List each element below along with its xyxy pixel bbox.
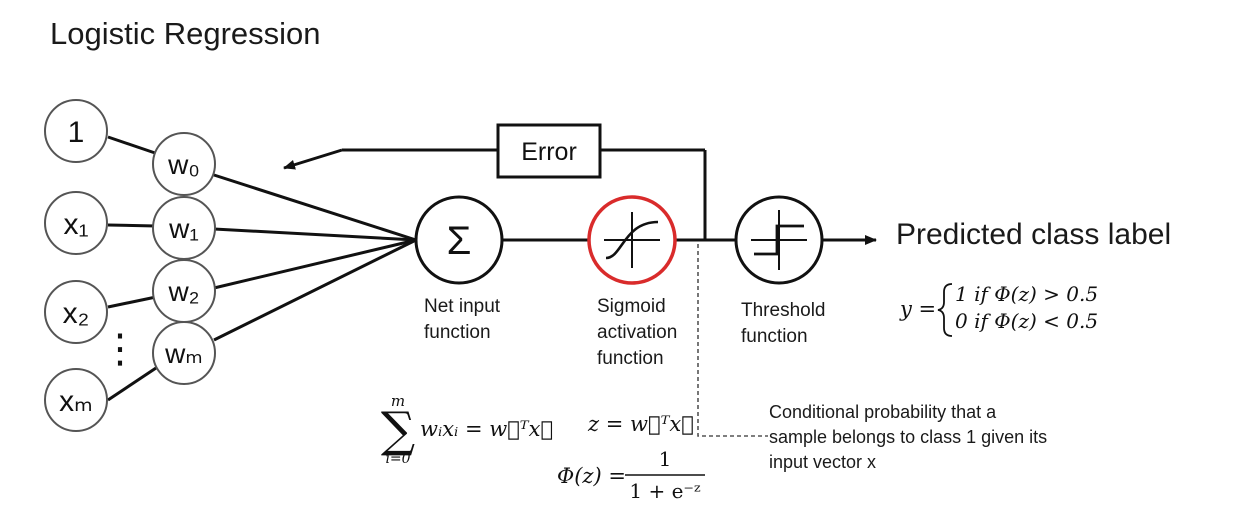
input-node-bias: 1: [44, 99, 108, 163]
svg-text:1 if Φ(z) > 0.5: 1 if Φ(z) > 0.5: [955, 282, 1098, 306]
edge-wm-sum: [213, 238, 417, 342]
sigmoid-activation-node: [587, 195, 677, 285]
edge-x2-w2: [107, 295, 157, 309]
edge-xm-wm: [107, 366, 157, 402]
svg-text:y =: y =: [899, 297, 936, 321]
input-node-x1: x₁: [44, 191, 108, 255]
edge-w0-sum: [213, 173, 417, 242]
threshold-label: Threshold function: [741, 300, 826, 347]
svg-text:m: m: [391, 392, 405, 410]
sigmoid-curve-icon: [605, 220, 659, 260]
svg-text:wₘ: wₘ: [164, 338, 203, 369]
probability-leader-dashed: [697, 244, 768, 437]
svg-text:w₂: w₂: [167, 276, 199, 307]
error-label: Error: [521, 138, 577, 166]
input-node-xm: xₘ: [44, 368, 108, 432]
error-box: [496, 123, 602, 179]
svg-text:w₀: w₀: [167, 149, 200, 180]
sigmoid-label: Sigmoid activation function: [597, 296, 678, 369]
svg-text:0 if Φ(z) < 0.5: 0 if Φ(z) < 0.5: [955, 309, 1098, 333]
edge-w2-sum: [213, 238, 417, 290]
weight-node-w1: w₁: [152, 196, 216, 260]
step-function-icon: [754, 224, 804, 256]
conditional-probability-note: Conditional probability that a sample be…: [769, 402, 1048, 472]
svg-text:wᵢxᵢ = w⃗ᵀx⃗: wᵢxᵢ = w⃗ᵀx⃗: [420, 417, 553, 441]
svg-text:∑: ∑: [381, 402, 415, 458]
svg-text:w₁: w₁: [168, 213, 199, 244]
svg-text:x₁: x₁: [63, 208, 88, 241]
inputs-ellipsis: ⋮: [100, 327, 140, 371]
svg-text:i=0: i=0: [385, 451, 410, 467]
threshold-node: [734, 195, 824, 285]
svg-text:x₂: x₂: [63, 297, 90, 330]
svg-text:1: 1: [68, 116, 85, 149]
edge-bias-w0: [107, 135, 159, 156]
sigmoid-formula: Φ(z) = 1 1 + e⁻ᶻ: [557, 447, 705, 503]
weight-node-w2: w₂: [152, 259, 216, 323]
net-input-formula: m ∑ i=0 wᵢxᵢ = w⃗ᵀx⃗: [381, 392, 553, 467]
svg-text:1 + e⁻ᶻ: 1 + e⁻ᶻ: [629, 479, 701, 503]
edge-w1-sum: [213, 227, 417, 242]
predicted-class-label: Predicted class label: [896, 218, 1172, 251]
piecewise-output-formula: y = 1 if Φ(z) > 0.5 0 if Φ(z) < 0.5: [899, 282, 1098, 337]
edge-x1-w1: [107, 223, 157, 228]
page-title: Logistic Regression: [50, 16, 321, 51]
z-definition-formula: z = w⃗ᵀx⃗: [587, 412, 694, 436]
net-input-sum-node: Σ: [414, 195, 504, 285]
weight-node-w0: w₀: [152, 132, 216, 196]
svg-text:Φ(z) =: Φ(z) =: [557, 464, 626, 488]
svg-text:xₘ: xₘ: [59, 385, 93, 418]
weight-node-wm: wₘ: [152, 321, 216, 385]
sum-symbol: Σ: [447, 219, 472, 263]
feedback-arrow: [283, 148, 343, 170]
svg-text:1: 1: [659, 447, 672, 471]
net-input-label: Net input function: [424, 296, 501, 343]
input-node-x2: x₂: [44, 280, 108, 344]
